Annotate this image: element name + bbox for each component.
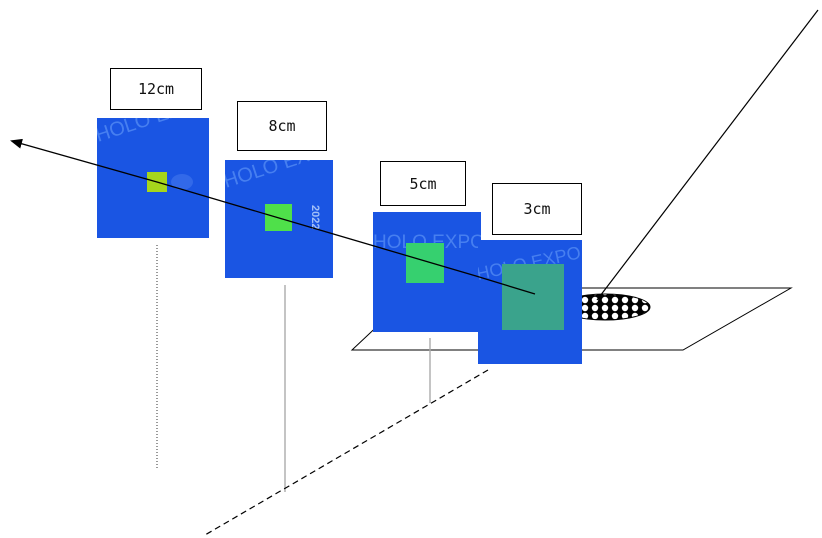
distance-label-5cm: 5cm [380, 161, 466, 206]
image-panel-12cm: HOLO EXPO [97, 118, 209, 238]
incoming-beam [596, 9, 819, 301]
watermark-year: 2022 [309, 205, 321, 229]
distance-label-3cm: 3cm [492, 183, 582, 235]
depth-dashed-line [204, 369, 489, 536]
watermark-text: HOLO EXPO [373, 232, 485, 253]
spot-3cm [502, 264, 564, 330]
spot-5cm [406, 243, 444, 283]
distance-label-12cm: 12cm [110, 68, 202, 110]
image-panel-8cm: HOLO EXPO 2022 [225, 160, 333, 278]
image-panel-3cm: HOLO EXPO [478, 240, 582, 364]
distance-label-8cm: 8cm [237, 101, 327, 151]
beam-axis-arrow [10, 138, 536, 295]
image-panel-5cm: HOLO EXPO [373, 212, 485, 332]
